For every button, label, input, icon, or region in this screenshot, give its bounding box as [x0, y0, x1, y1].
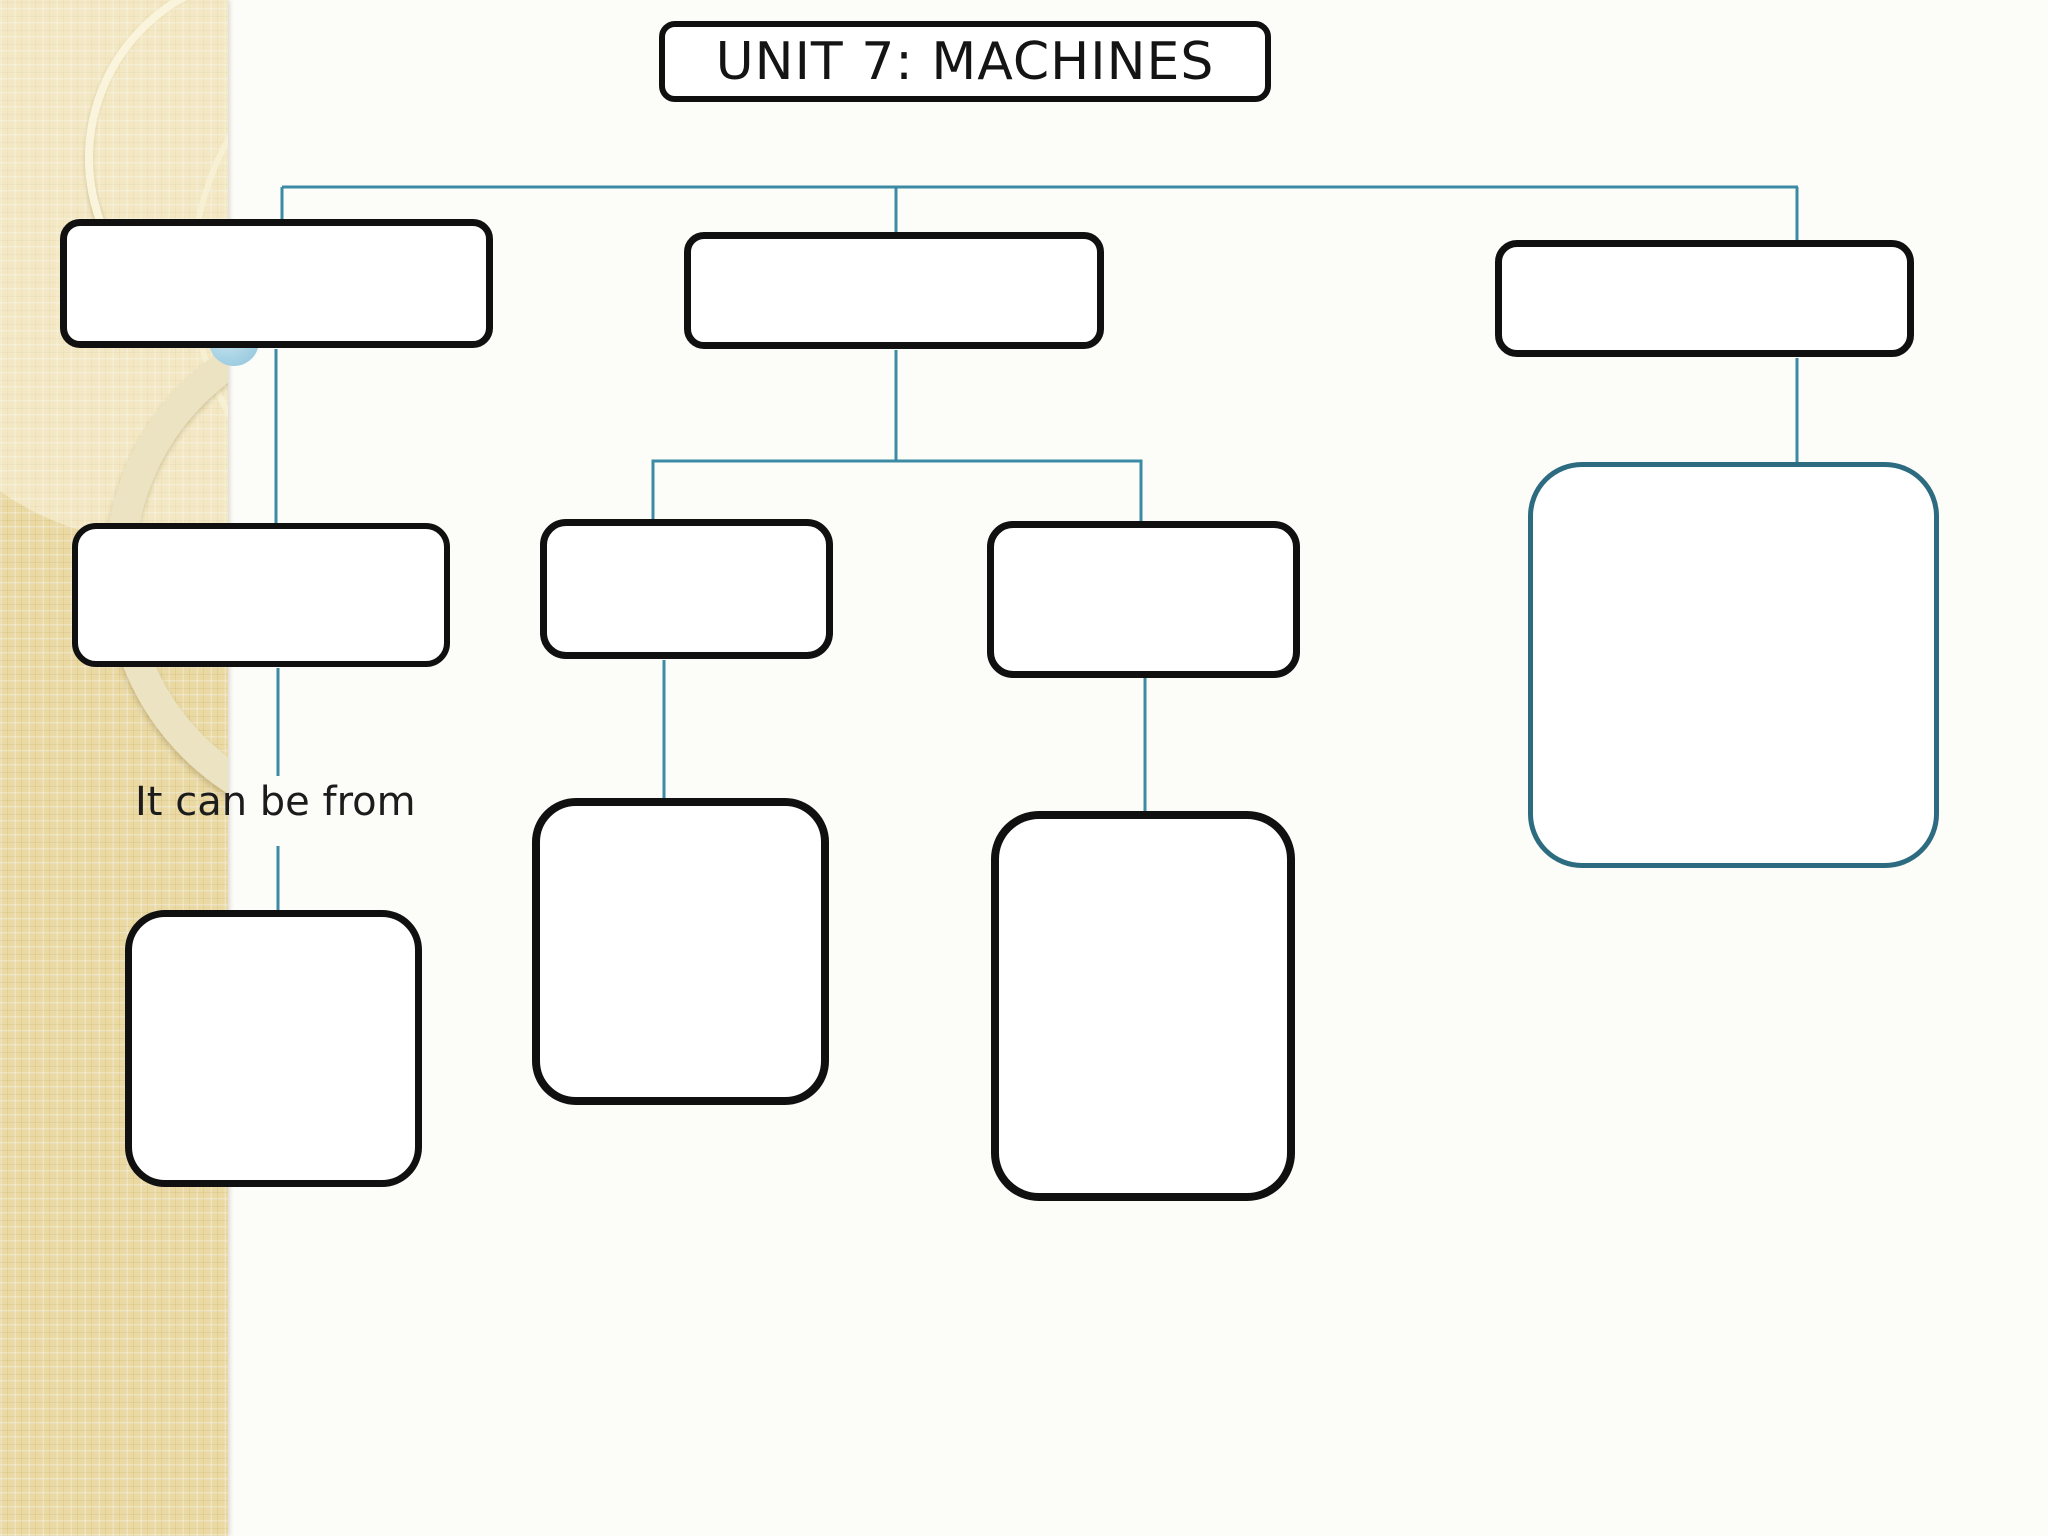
annotation-it-can-be-from: It can be from — [135, 779, 416, 825]
top-left-box — [60, 219, 493, 348]
slide-title: UNIT 7: MACHINES — [715, 31, 1215, 92]
bottom-center-right-box — [991, 811, 1295, 1201]
top-center-box — [684, 232, 1104, 349]
teal-highlight-box — [1528, 462, 1939, 868]
mid-center-left-box — [540, 519, 833, 659]
bottom-left-box — [125, 910, 422, 1187]
title-box: UNIT 7: MACHINES — [659, 21, 1271, 102]
top-right-box — [1495, 240, 1914, 357]
bottom-center-left-box — [532, 798, 829, 1105]
mid-left-box — [72, 523, 450, 667]
connector-center-bracket — [651, 459, 1143, 521]
mid-center-right-box — [987, 521, 1300, 678]
